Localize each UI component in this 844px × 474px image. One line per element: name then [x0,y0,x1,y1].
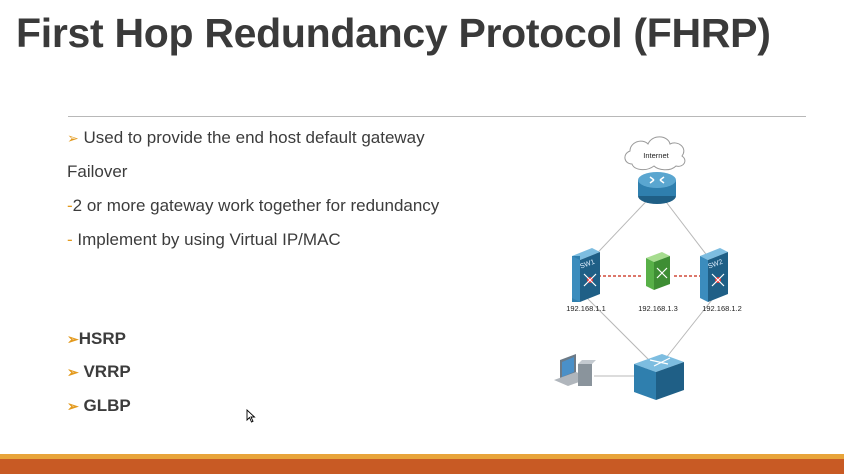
sw1-ip-label: 192.168.1.1 [566,304,606,313]
bullet-4-text: Implement by using Virtual IP/MAC [77,230,341,249]
internet-label: Internet [643,151,669,160]
router-icon [638,172,676,204]
slide-title: First Hop Redundancy Protocol (FHRP) [16,10,771,56]
bullet-arrow-icon: ➢ [67,331,79,347]
sw3-ip-label: 192.168.1.3 [638,304,678,313]
footer-bar [0,459,844,474]
title-divider [68,116,806,117]
protocol-glbp: ➢ GLBP [67,396,131,415]
bullet-arrow-icon: ➢ [67,398,79,414]
switch-sw3-icon [646,252,670,290]
bullet-4: - Implement by using Virtual IP/MAC [67,230,341,249]
protocol-vrrp: ➢ VRRP [67,362,131,381]
switch-sw1-icon: SW1 [572,248,600,302]
footer-accent-bar [0,454,844,459]
switch-sw2-icon: SW2 [700,248,728,302]
network-diagram: Internet SW1 SW2 192.168.1.1 192.168.1.3 [554,136,742,400]
protocol-hsrp: ➢HSRP [67,329,126,348]
pc-icon [554,354,596,386]
bullet-3-text: 2 or more gateway work together for redu… [72,196,440,215]
bullet-arrow-icon: ➢ [67,130,79,146]
internet-cloud-icon: Internet [624,136,686,171]
bullet-1: ➢ Used to provide the end host default g… [67,128,425,148]
bullet-1-text: Used to provide the end host default gat… [83,128,425,147]
access-switch-icon [634,354,684,400]
bullet-2: Failover [67,162,128,181]
sw2-ip-label: 192.168.1.2 [702,304,742,313]
svg-text:SW1: SW1 [579,259,596,271]
svg-text:SW2: SW2 [707,259,724,271]
mouse-cursor-icon [246,409,256,423]
bullet-arrow-icon: ➢ [67,364,79,380]
bullet-3: -2 or more gateway work together for red… [67,196,440,215]
